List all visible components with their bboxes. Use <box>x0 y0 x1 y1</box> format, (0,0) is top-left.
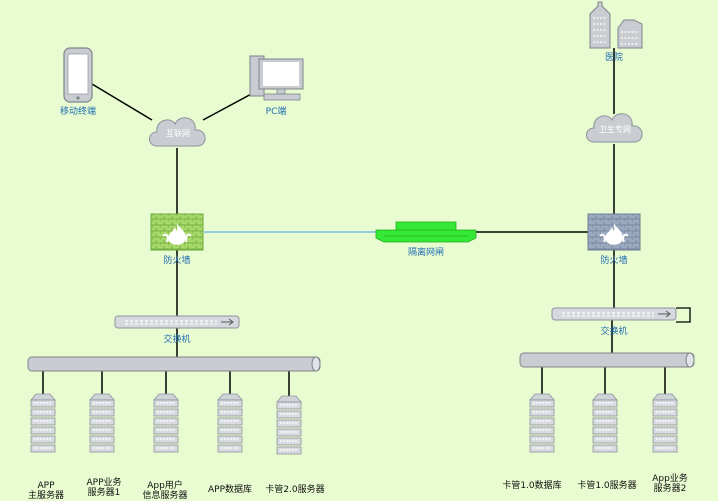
label-health-net: 卫生专网 <box>599 125 631 134</box>
firewall-left-icon <box>150 213 204 251</box>
label-internet: 互联网 <box>166 129 190 138</box>
label-hospital: 医院 <box>604 53 624 63</box>
server-icon-app-business-1 <box>89 393 115 453</box>
server-icon-app-main <box>30 393 56 453</box>
switch-right-icon <box>551 307 691 323</box>
gateway-icon <box>375 221 477 243</box>
server-icon-app-database <box>217 393 243 453</box>
server-label-app-user-info: App用户信息服务器 <box>142 481 188 501</box>
label-mobile: 移动终端 <box>59 107 97 117</box>
server-icon-card1-db <box>529 393 555 453</box>
label-switch-left: 交换机 <box>163 335 191 345</box>
server-label-card-2: 卡管2.0服务器 <box>265 485 325 495</box>
connection-lines <box>42 48 666 398</box>
server-icon-app-business-2 <box>652 393 678 453</box>
server-icon-app-user-info <box>153 393 179 453</box>
firewall-right-icon <box>587 213 641 251</box>
label-pc: PC端 <box>265 107 287 117</box>
switch-left-icon <box>114 315 240 329</box>
server-label-app-business-1: APP业务服务器1 <box>86 478 122 498</box>
server-icon-card1-server <box>592 393 618 453</box>
link-mobile-internet <box>91 83 153 121</box>
label-gateway: 隔离网闸 <box>407 248 445 258</box>
server-label-card1-server: 卡管1.0服务器 <box>577 481 637 491</box>
server-icon-card-2 <box>276 395 302 455</box>
link-pc-internet <box>202 91 256 121</box>
server-label-app-business-2: App业务服务器2 <box>652 474 688 494</box>
hospital-icon <box>589 1 643 49</box>
server-label-app-database: APP数据库 <box>207 485 253 495</box>
label-firewall-left: 防火墙 <box>163 256 191 266</box>
label-switch-right: 交换机 <box>600 327 628 337</box>
bus-left <box>27 356 321 372</box>
bus-right <box>519 352 695 368</box>
server-label-card1-db: 卡管1.0数据库 <box>502 481 562 491</box>
mobile-phone-icon <box>63 47 93 103</box>
label-firewall-right: 防火墙 <box>600 256 628 266</box>
pc-icon <box>249 55 304 101</box>
